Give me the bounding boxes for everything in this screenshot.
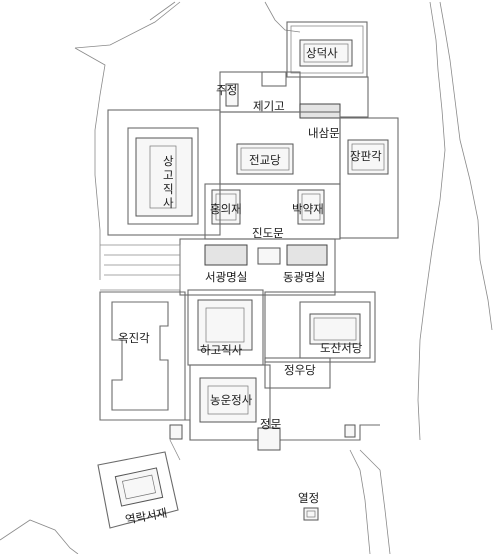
- yeolijeong-well: [303, 507, 319, 521]
- label-sanggojiksa: 상 고 직 사: [163, 155, 177, 210]
- label-heungyijae: 홍의재: [210, 202, 242, 216]
- dosanseodang-compound: [264, 291, 376, 389]
- sangdeoksa-compound: [219, 21, 369, 119]
- label-jangpangak: 장판각: [350, 150, 382, 163]
- hagojiksa-compound: [187, 289, 264, 366]
- label-naesammun: 내삼문: [308, 127, 340, 140]
- label-jujeong: 주정: [216, 84, 237, 97]
- label-yeolijeong: 열정: [298, 492, 319, 505]
- label-jeongudang: 정우당: [284, 364, 316, 377]
- label-jindomun: 진도문: [252, 227, 284, 240]
- gwangmyeongsil-row: [100, 238, 336, 296]
- label-yeokraksaje: 역락서재: [124, 507, 168, 527]
- sanggojiksa-compound: [107, 109, 221, 236]
- label-bagyakjae: 박약재: [292, 202, 324, 216]
- main-courtyard: [204, 111, 399, 240]
- okjingak-compound: [99, 291, 186, 421]
- label-nongunjeongsa: 농운정사: [210, 394, 253, 407]
- label-dosanseodang: 도산서당: [320, 342, 363, 355]
- gate-area: [169, 419, 380, 461]
- label-jeongmun: 정문: [260, 418, 281, 431]
- label-donggwangmyeongsil: 동광명실: [283, 271, 325, 284]
- label-okjingak: 옥진각: [118, 332, 150, 345]
- label-jegigo: 제기고: [253, 100, 285, 113]
- label-hagojiksa: 하고직사: [200, 343, 243, 357]
- label-jingyodang: 전교당: [249, 154, 281, 167]
- label-seogwangmyeongsil: 서광명실: [205, 271, 247, 284]
- labels: 상덕사 주정 제기고 내삼문 장판각 전교당 상 고 직 사 홍의재 박약재 진…: [118, 47, 382, 527]
- yeokraksaje-compound: [97, 451, 179, 529]
- label-sangdeoksa: 상덕사: [306, 47, 338, 60]
